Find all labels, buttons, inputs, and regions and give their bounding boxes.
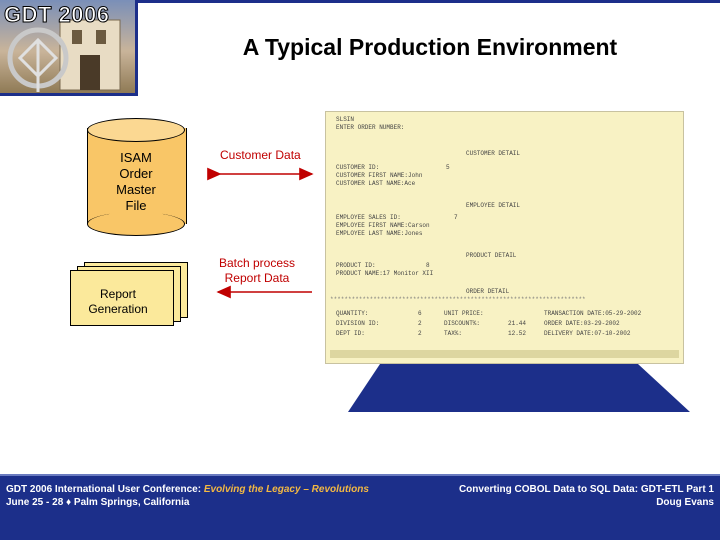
terminal-status-bar <box>330 350 679 358</box>
cyl-label-line: File <box>125 198 147 213</box>
footer-bar <box>0 476 720 540</box>
terminal-line: ENTER ORDER NUMBER: <box>336 124 405 131</box>
terminal-value: 5 <box>446 164 450 171</box>
terminal-line: EMPLOYEE SALES ID: <box>336 214 401 221</box>
terminal-section: EMPLOYEE DETAIL <box>466 202 521 209</box>
footer-conference: GDT 2006 International User Conference: … <box>6 484 369 495</box>
database-cylinder-bottom <box>87 212 185 236</box>
terminal-line: CUSTOMER FIRST NAME:John <box>336 172 423 179</box>
terminal-line: UNIT PRICE: <box>444 310 484 317</box>
terminal-line: DIVISION ID: <box>336 320 380 327</box>
terminal-section: ORDER DETAIL <box>466 288 510 295</box>
terminal-line: EMPLOYEE LAST NAME:Jones <box>336 230 423 237</box>
terminal-line: ORDER DATE:03-29-2002 <box>544 320 620 327</box>
terminal-value: 2 <box>418 330 422 337</box>
terminal-line: PRODUCT NAME:17 Monitor XII <box>336 270 434 277</box>
terminal-screen: SLSIN ENTER ORDER NUMBER: CUSTOMER DETAI… <box>326 112 683 363</box>
header-rule <box>136 0 720 3</box>
doc-label-line: Generation <box>88 302 148 316</box>
terminal-line: SLSIN <box>336 116 355 123</box>
terminal-value: 7 <box>454 214 458 221</box>
footer-author: Doug Evans <box>656 497 714 508</box>
terminal-value: 6 <box>418 310 422 317</box>
terminal-divider: ****************************************… <box>330 296 586 303</box>
database-cylinder-body <box>87 128 187 224</box>
footer-talk-title: Converting COBOL Data to SQL Data: GDT-E… <box>458 484 714 495</box>
terminal-value: 2 <box>418 320 422 327</box>
cyl-label-line: Order <box>119 166 153 181</box>
slide-title: A Typical Production Environment <box>242 34 618 60</box>
footer-highlight <box>0 474 720 476</box>
terminal-line: DELIVERY DATE:07-10-2002 <box>544 330 631 337</box>
doc-label-line: Report <box>99 287 137 301</box>
database-cylinder-top <box>87 118 185 142</box>
terminal-line: PRODUCT ID: <box>336 262 376 269</box>
report-document <box>70 270 174 326</box>
customer-data-label: Customer Data <box>220 148 301 162</box>
terminal-line: CUSTOMER LAST NAME:Ace <box>336 180 416 187</box>
conference-logo: GDT 2006 <box>0 0 138 96</box>
lbl-batch-line: Batch process <box>218 256 296 270</box>
terminal-line: CUSTOMER ID: <box>336 164 380 171</box>
terminal-line: DEPT ID: <box>336 330 365 337</box>
terminal-value: 21.44 <box>508 320 527 327</box>
footer-date-location: June 25 - 28 ♦ Palm Springs, California <box>6 497 190 508</box>
footer-conference-text: GDT 2006 International User Conference: <box>6 484 204 495</box>
cyl-label-line: Master <box>116 182 156 197</box>
logo-artwork <box>7 19 121 92</box>
terminal-line: DISCOUNT%: <box>444 320 481 327</box>
terminal-value: 12.52 <box>508 330 527 337</box>
terminal-section: CUSTOMER DETAIL <box>466 150 521 157</box>
terminal-pedestal <box>348 352 690 412</box>
cyl-label-line: ISAM <box>120 150 152 165</box>
footer-conference-theme: Evolving the Legacy – Revolutions <box>203 484 369 495</box>
terminal-section: PRODUCT DETAIL <box>466 252 517 259</box>
terminal-value: 8 <box>426 262 430 269</box>
lbl-batch-line: Report Data <box>224 271 290 285</box>
terminal-line: EMPLOYEE FIRST NAME:Carson <box>336 222 430 229</box>
logo-text: GDT 2006 <box>4 2 110 28</box>
terminal-line: TAX%: <box>444 330 463 337</box>
terminal-line: TRANSACTION DATE:05-29-2002 <box>544 310 642 317</box>
terminal-line: QUANTITY: <box>336 310 369 317</box>
